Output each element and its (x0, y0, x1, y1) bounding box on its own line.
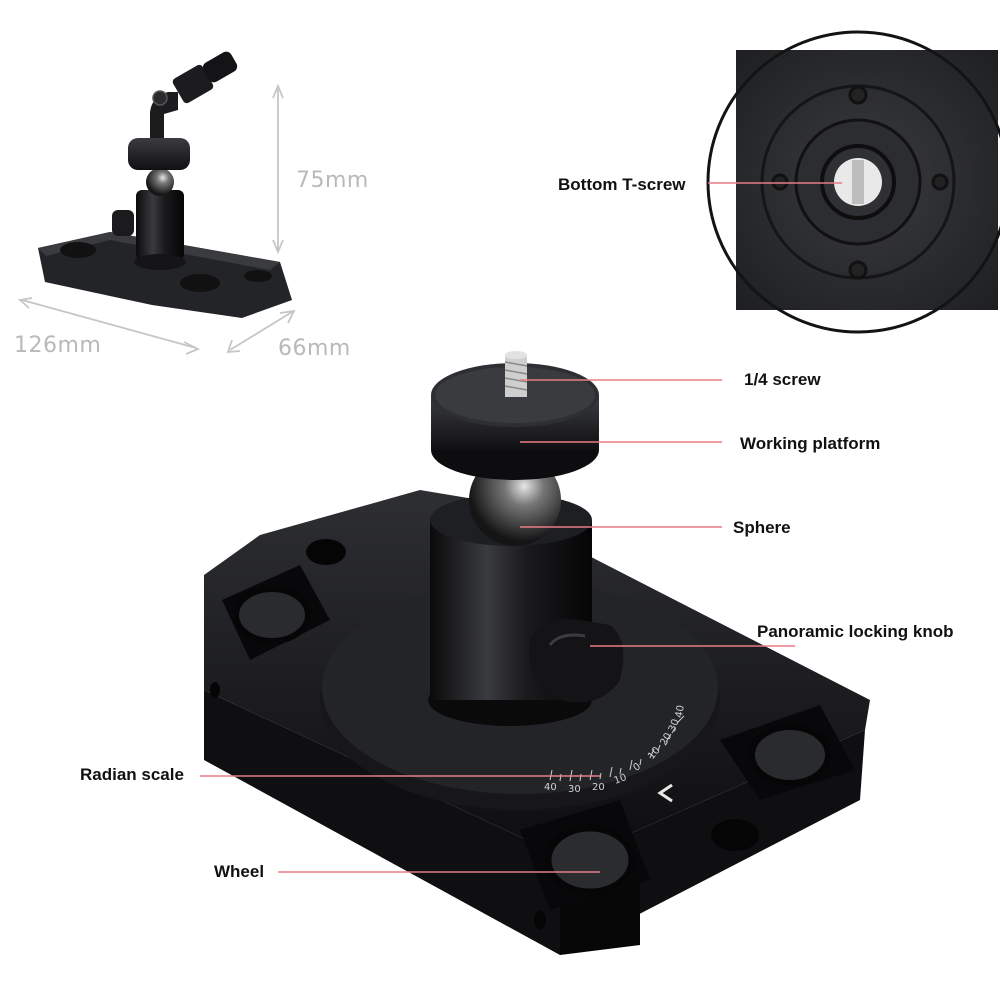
working-platform-label: Working platform (740, 434, 881, 453)
length-dimension: 126mm (14, 333, 102, 358)
wheel-label: Wheel (214, 862, 265, 881)
scale-tick-8: 40 (673, 704, 687, 719)
radian-scale-marks (549, 715, 685, 782)
t-screw-inset (706, 30, 1000, 334)
height-dimension: 75mm (296, 168, 369, 193)
scale-tick-0: 40 (544, 782, 557, 793)
panoramic-knob-shape (529, 619, 624, 703)
wheel-front (520, 800, 650, 910)
sphere-label: Sphere (733, 518, 791, 537)
panoramic-knob-label: Panoramic locking knob (757, 622, 954, 641)
wheel-right (720, 705, 855, 800)
wheel-left (222, 565, 330, 660)
scale-tick-1: 30 (568, 784, 581, 795)
width-dimension: 66mm (278, 336, 351, 361)
leader-lines (200, 182, 842, 873)
quarter-screw-label: 1/4 screw (744, 370, 821, 389)
main-product (204, 351, 870, 955)
dimension-arrows (17, 83, 296, 355)
scale-tick-2: 20 (592, 782, 605, 793)
small-product-view (38, 51, 292, 318)
radian-scale-label: Radian scale (80, 765, 184, 784)
bottom-t-screw-label: Bottom T-screw (558, 175, 686, 194)
